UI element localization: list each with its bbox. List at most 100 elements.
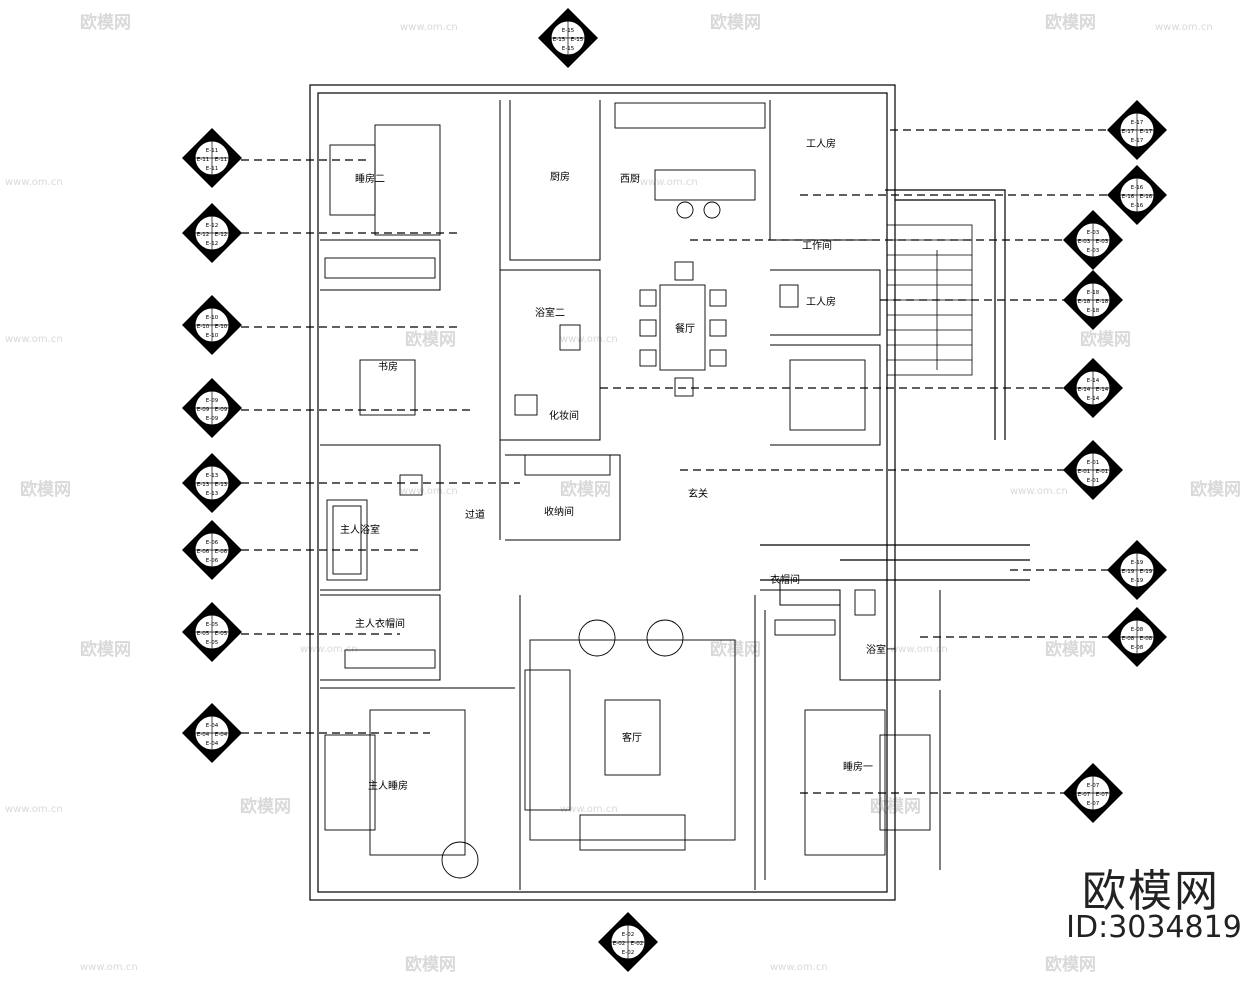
tag-code: E-09 [197, 407, 210, 413]
tag-letter: D [1113, 566, 1119, 575]
tag-letter: B [1111, 384, 1117, 393]
tag-code: E-09 [206, 416, 219, 422]
tag-code: E-13 [215, 482, 228, 488]
tag-code: E-07 [1087, 783, 1100, 789]
tag-letter: D [188, 546, 194, 555]
tag-code: E-06 [197, 549, 210, 555]
tag-letter: B [230, 321, 236, 330]
tag-letter: A [1090, 361, 1096, 370]
watermark-text: 欧模网 [20, 479, 71, 500]
tag-code: E-03 [1087, 230, 1100, 236]
tag-code: E-08 [1122, 636, 1135, 642]
watermark-text: 欧模网 [1080, 329, 1131, 350]
room-label-study: 书房 [378, 360, 398, 373]
watermark-text: 欧模网 [710, 639, 761, 660]
room-label-bedroom1: 睡房一 [843, 760, 873, 773]
tag-code: E-07 [1087, 801, 1100, 807]
tag-code: E-17 [1122, 129, 1135, 135]
tag-letter: A [209, 456, 215, 465]
watermark-text: 欧模网 [560, 479, 611, 500]
tag-code: E-02 [631, 941, 643, 947]
tag-letter: D [188, 628, 194, 637]
watermark-text: 欧模网 [710, 12, 761, 33]
tag-letter: C [209, 252, 215, 261]
tag-code: E-08 [1140, 636, 1153, 642]
tag-letter: D [1069, 296, 1075, 305]
watermark-url: www.om.cn [5, 334, 63, 345]
watermark-text: 欧模网 [1045, 954, 1096, 975]
tag-code: E-13 [206, 491, 219, 497]
tag-letter: D [188, 729, 194, 738]
room-label-master_bed: 主人睡房 [368, 779, 408, 792]
tag-code: E-17 [1131, 120, 1144, 126]
tag-code: E-03 [1087, 248, 1100, 254]
tag-letter: C [565, 57, 571, 66]
tag-code: E-18 [1087, 308, 1100, 314]
room-label-bath1: 浴室一 [866, 643, 896, 656]
tag-letter: A [1090, 443, 1096, 452]
tag-letter: A [209, 131, 215, 140]
tag-letter: D [1069, 789, 1075, 798]
watermark-url: www.om.cn [1010, 486, 1068, 497]
watermark-url: www.om.cn [400, 22, 458, 33]
tag-code: E-16 [1131, 203, 1144, 209]
tag-code: E-06 [206, 558, 219, 564]
tag-code: E-18 [1096, 299, 1109, 305]
tag-code: E-15 [571, 37, 584, 43]
watermark-url: www.om.cn [5, 177, 63, 188]
tag-code: E-05 [206, 640, 219, 646]
tag-letter: C [1090, 319, 1096, 328]
tag-code: E-08 [1131, 645, 1144, 651]
tag-letter: A [1090, 273, 1096, 282]
tag-letter: A [1090, 213, 1096, 222]
tag-letter: C [209, 569, 215, 578]
tag-letter: B [230, 546, 236, 555]
tag-letter: A [209, 298, 215, 307]
room-label-bath2: 浴室二 [535, 306, 565, 319]
tag-code: E-05 [197, 631, 210, 637]
tag-code: E-08 [1131, 627, 1144, 633]
tag-code: E-04 [197, 732, 210, 738]
room-label-foyer: 玄关 [688, 487, 708, 500]
tag-letter: C [1090, 259, 1096, 268]
tag-letter: C [1134, 589, 1140, 598]
watermark-text: 欧模网 [1045, 12, 1096, 33]
tag-letter: B [230, 404, 236, 413]
tag-code: E-10 [206, 333, 219, 339]
tag-code: E-12 [206, 223, 218, 229]
watermark-text: 欧模网 [80, 12, 131, 33]
room-label-worker_room_top: 工人房 [806, 137, 836, 150]
watermark-layer: 欧模网欧模网欧模网欧模网欧模网欧模网欧模网欧模网欧模网欧模网欧模网欧模网欧模网欧… [5, 12, 1241, 975]
tag-letter: C [1090, 489, 1096, 498]
brand-id: ID:3034819 [1066, 910, 1242, 945]
tag-code: E-19 [1131, 560, 1144, 566]
elevation-tags: ABCDE-15E-15E-15E-15ABCDE-11E-11E-11E-11… [182, 8, 1167, 972]
tag-code: E-11 [197, 157, 209, 163]
tag-code: E-13 [206, 473, 219, 479]
tag-code: E-01 [1096, 469, 1108, 475]
tag-code: E-12 [197, 232, 209, 238]
watermark-text: 欧模网 [405, 954, 456, 975]
tag-code: E-10 [197, 324, 210, 330]
tag-letter: C [1090, 812, 1096, 821]
tag-letter: A [1134, 103, 1140, 112]
tag-letter: C [1134, 656, 1140, 665]
tag-code: E-02 [622, 932, 634, 938]
tag-code: E-15 [562, 28, 575, 34]
tag-code: E-05 [215, 631, 228, 637]
tag-letter: B [1155, 566, 1161, 575]
tag-code: E-11 [206, 148, 218, 154]
tag-letter: B [1111, 789, 1117, 798]
tag-code: E-01 [1078, 469, 1090, 475]
tag-letter: B [1155, 633, 1161, 642]
tag-letter: B [230, 229, 236, 238]
room-label-master_closet: 主人衣帽间 [355, 617, 405, 630]
tag-code: E-04 [206, 723, 219, 729]
